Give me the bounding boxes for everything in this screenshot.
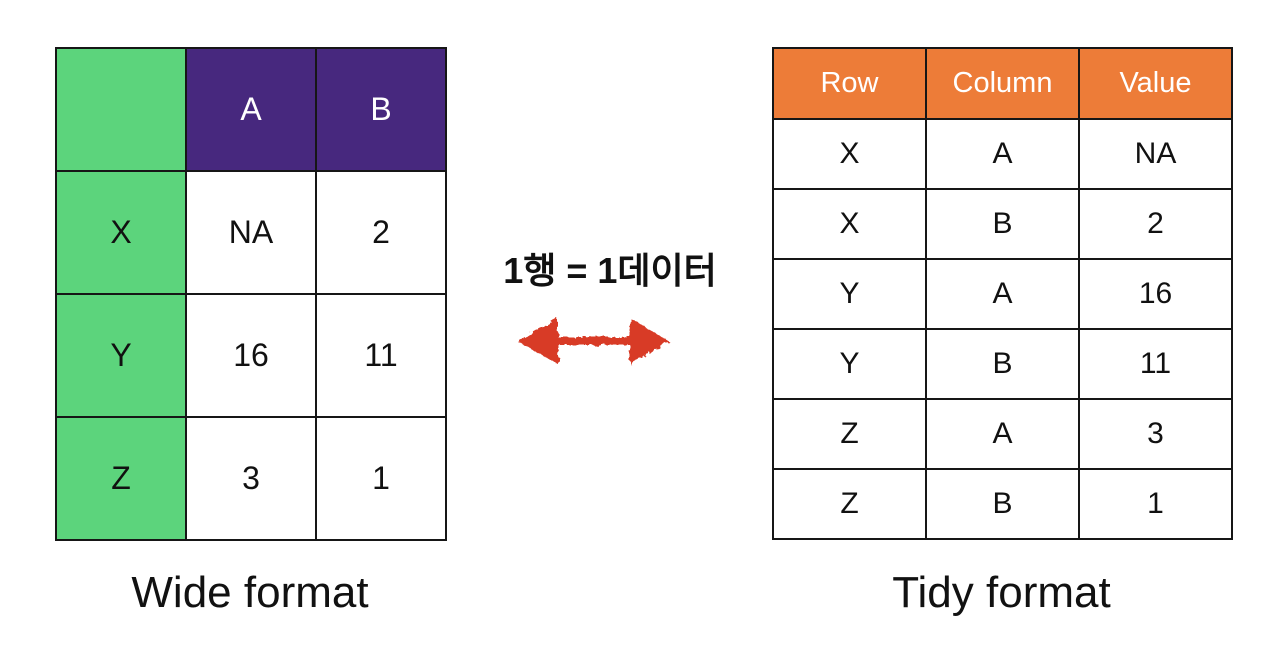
table-cell: 2 <box>315 170 447 295</box>
table-row: Y 16 11 <box>55 293 447 418</box>
table-cell: A <box>925 258 1080 330</box>
table-cell: NA <box>185 170 317 295</box>
table-cell: 1 <box>315 416 447 541</box>
wide-format-caption: Wide format <box>131 568 369 617</box>
table-cell: B <box>925 468 1080 540</box>
table-cell: B <box>925 188 1080 260</box>
table-cell: 1 <box>1078 468 1233 540</box>
table-cell: Y <box>772 328 927 400</box>
table-cell: 3 <box>1078 398 1233 470</box>
table-cell: X <box>772 118 927 190</box>
table-cell: 16 <box>185 293 317 418</box>
tidy-column-header-row: Row <box>772 47 927 120</box>
table-row: Z B 1 <box>772 468 1233 540</box>
double-arrow-icon <box>512 311 674 371</box>
row-label-z: Z <box>55 416 187 541</box>
table-row: Z A 3 <box>772 398 1233 470</box>
table-cell: Z <box>772 398 927 470</box>
table-cell: 3 <box>185 416 317 541</box>
table-row: X A NA <box>772 118 1233 190</box>
corner-cell <box>55 47 187 172</box>
tidy-format-table: Row Column Value X A NA X B 2 Y A 16 Y B… <box>772 47 1233 540</box>
tidy-column-header-column: Column <box>925 47 1080 120</box>
table-cell: NA <box>1078 118 1233 190</box>
wide-column-header-a: A <box>185 47 317 172</box>
table-cell: 16 <box>1078 258 1233 330</box>
wide-column-header-b: B <box>315 47 447 172</box>
table-row: X NA 2 <box>55 170 447 295</box>
table-cell: X <box>772 188 927 260</box>
table-row: X B 2 <box>772 188 1233 260</box>
table-cell: 11 <box>315 293 447 418</box>
table-cell: Z <box>772 468 927 540</box>
table-cell: 11 <box>1078 328 1233 400</box>
tidy-column-header-value: Value <box>1078 47 1233 120</box>
table-row: Z 3 1 <box>55 416 447 541</box>
table-cell: 2 <box>1078 188 1233 260</box>
row-label-x: X <box>55 170 187 295</box>
table-cell: A <box>925 398 1080 470</box>
table-row: Y A 16 <box>772 258 1233 330</box>
table-row: Y B 11 <box>772 328 1233 400</box>
wide-header-row: A B <box>55 47 447 172</box>
table-cell: A <box>925 118 1080 190</box>
relation-label: 1행 = 1데이터 <box>503 250 717 291</box>
row-label-y: Y <box>55 293 187 418</box>
table-cell: B <box>925 328 1080 400</box>
table-cell: Y <box>772 258 927 330</box>
tidy-header-row: Row Column Value <box>772 47 1233 120</box>
wide-format-table: A B X NA 2 Y 16 11 Z 3 1 <box>55 47 447 541</box>
tidy-format-caption: Tidy format <box>892 568 1111 617</box>
